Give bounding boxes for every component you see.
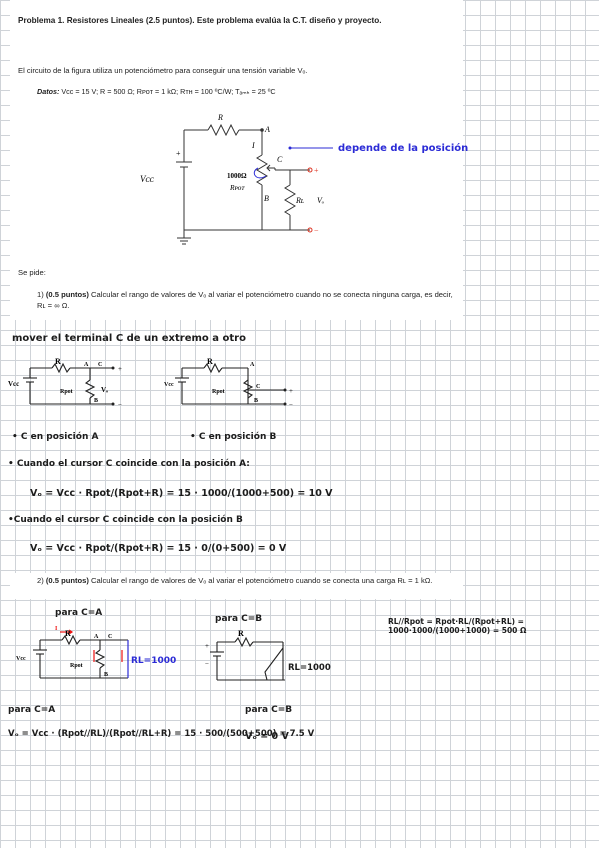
sk1-vcc: Vcc xyxy=(8,380,19,388)
problem-data: Datos: Vᴄᴄ = 15 V; R = 500 Ω; Rᴘᴏᴛ = 1 k… xyxy=(37,87,276,96)
terminal-minus xyxy=(307,227,313,233)
item-2: 2) (0.5 puntos) Calcular el rango de val… xyxy=(37,576,457,587)
note-rl-1000: RL=1000 xyxy=(131,656,177,666)
label-a: A xyxy=(264,125,270,134)
label-vo: Vₒ xyxy=(317,196,325,205)
label-r: R xyxy=(217,113,223,122)
sk1-b: B xyxy=(94,398,98,404)
item-1-num: 1) xyxy=(37,290,44,299)
sk4-r: R xyxy=(238,629,244,638)
note-parallel: RL//Rpot = Rpot·RL/(Rpot+RL) = 1000·1000… xyxy=(388,617,527,635)
sk2-plus: + xyxy=(289,387,293,395)
sk1-c: C xyxy=(98,362,102,368)
node-a xyxy=(260,128,264,132)
note-para-ca: para C=A xyxy=(55,608,103,618)
data-values: Vᴄᴄ = 15 V; R = 500 Ω; Rᴘᴏᴛ = 1 kΩ; Rᴛʜ … xyxy=(61,87,276,96)
sketch-load-c-a: R A C B Rpot Vcc I xyxy=(16,626,129,679)
sk1-rpot: Rpot xyxy=(60,389,73,395)
note-cursor-b: •Cuando el cursor C coincide con la posi… xyxy=(8,515,243,525)
note-eq3: Vₒ = Vcc · (Rpot//RL)/(Rpot//RL+R) = 15 … xyxy=(8,729,315,739)
label-c: C xyxy=(277,155,283,164)
label-i: I xyxy=(251,141,255,150)
note-para-cb: para C=B xyxy=(215,614,263,624)
sk4-plus: + xyxy=(205,642,209,650)
exercise-sheet-part2 xyxy=(10,573,463,599)
se-pide: Se pide: xyxy=(18,268,46,277)
sk1-r: R xyxy=(55,357,61,366)
note-mover: mover el terminal C de un extremo a otro xyxy=(12,333,246,344)
sk3-vcc: Vcc xyxy=(16,656,26,662)
label-out-minus: − xyxy=(314,226,319,235)
note-c-pos-a: • C en posición A xyxy=(12,432,99,442)
hand-1000: 1000Ω xyxy=(227,172,247,180)
data-label: Datos: xyxy=(37,87,60,96)
terminal-plus xyxy=(307,167,313,173)
sketch-c-b: R A C B Rpot Vcc + − xyxy=(164,357,293,409)
label-out-plus: + xyxy=(314,166,319,175)
sk1-a: A xyxy=(84,362,89,368)
item-2-text: Calcular el rango de valores de Vₒ al va… xyxy=(91,576,433,585)
problem-intro: El circuito de la figura utiliza un pote… xyxy=(18,66,308,75)
sk1-vo: Vₒ xyxy=(101,386,108,394)
sk2-b: B xyxy=(254,398,258,404)
note-eq4: Vₒ = 0 V xyxy=(245,731,289,742)
exercise-sheet xyxy=(10,0,463,320)
sk2-vcc: Vcc xyxy=(164,382,174,388)
sk3-i: I xyxy=(55,626,58,632)
sk3-r: R xyxy=(65,629,71,638)
sketch-c-a: R A C B Rpot Vₒ Vcc + − xyxy=(8,357,122,409)
note-para-ca2: para C=A xyxy=(8,705,56,715)
label-vcc: Vᴄᴄ xyxy=(140,174,155,184)
item-1: 1) (0.5 puntos) Calcular el rango de val… xyxy=(37,290,457,311)
label-b: B xyxy=(264,194,269,203)
item-1-text: Calcular el rango de valores de Vₒ al va… xyxy=(37,290,453,310)
item-2-pts: (0.5 puntos) xyxy=(45,576,89,585)
item-2-num: 2) xyxy=(37,576,44,585)
label-plus: + xyxy=(176,149,181,158)
sk3-a: A xyxy=(94,634,99,640)
sk2-a: A xyxy=(250,362,255,368)
sk1-minus: − xyxy=(118,401,122,409)
note-eq2: Vₒ = Vcc · Rpot/(Rpot+R) = 15 · 0/(0+500… xyxy=(30,543,287,554)
note-rl-1000b: RL=1000 xyxy=(288,663,331,673)
note-c-pos-b: • C en posición B xyxy=(190,432,277,442)
sk2-minus: − xyxy=(289,401,293,409)
sk2-rpot: Rpot xyxy=(212,389,225,395)
annotation-depende: depende de la posición xyxy=(338,143,469,154)
sk1-plus: + xyxy=(118,365,122,373)
sk3-c: C xyxy=(108,634,112,640)
label-rl: Rʟ xyxy=(295,196,304,205)
sk3-b: B xyxy=(104,672,108,678)
problem-title: Problema 1. Resistores Lineales (2.5 pun… xyxy=(18,16,382,25)
note-cursor-a: • Cuando el cursor C coincide con la pos… xyxy=(8,459,250,469)
label-rpot: Rᴘᴏᴛ xyxy=(229,183,245,192)
sketch-load-c-b: R + − xyxy=(205,629,285,681)
sk2-c: C xyxy=(256,384,260,390)
sk2-r: R xyxy=(207,357,213,366)
sk4-minus: − xyxy=(205,660,209,668)
note-eq1: Vₒ = Vcc · Rpot/(Rpot+R) = 15 · 1000/(10… xyxy=(30,488,333,499)
note-para-cb2: para C=B xyxy=(245,705,293,715)
sk3-rpot: Rpot xyxy=(70,663,83,669)
circuit-figure: R A I C B Rᴘᴏᴛ Rʟ Vₒ Vᴄᴄ + + − 1000Ω xyxy=(140,113,333,245)
item-1-pts: (0.5 puntos) xyxy=(45,290,89,299)
